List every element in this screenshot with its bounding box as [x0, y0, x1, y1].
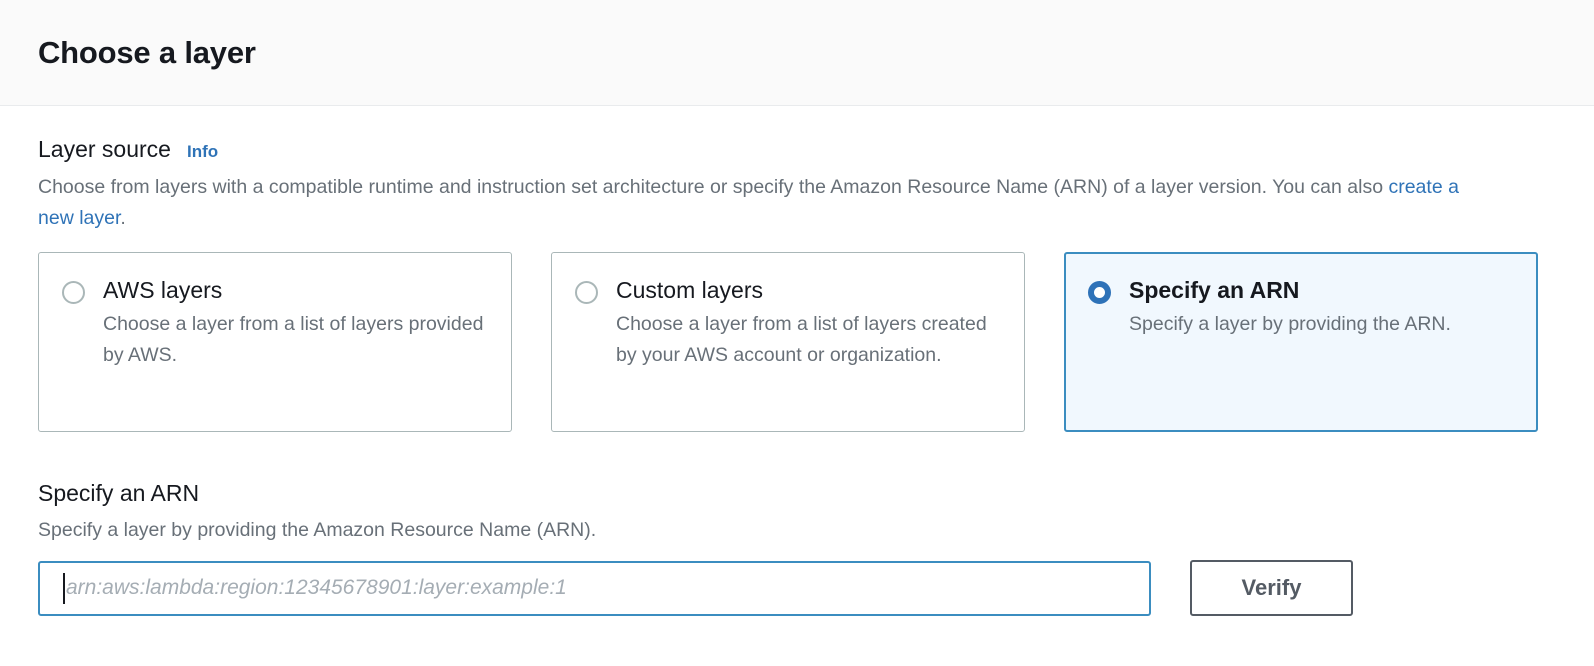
arn-section-description: Specify a layer by providing the Amazon …: [38, 519, 597, 541]
arn-section: Specify an ARN Specify a layer by provid…: [38, 480, 1556, 616]
layer-source-option-custom-layers-text: Custom layers Choose a layer from a list…: [616, 275, 1000, 371]
layer-source-radio-group: AWS layers Choose a layer from a list of…: [38, 252, 1556, 432]
layer-source-option-aws-layers[interactable]: AWS layers Choose a layer from a list of…: [38, 252, 512, 432]
layer-source-option-specify-arn-title: Specify an ARN: [1129, 277, 1300, 303]
arn-input[interactable]: [38, 560, 1151, 616]
layer-source-option-aws-layers-text: AWS layers Choose a layer from a list of…: [103, 275, 487, 371]
arn-input-row: Verify: [38, 560, 1556, 616]
layer-source-option-aws-layers-title: AWS layers: [103, 277, 223, 303]
layer-source-option-custom-layers-title: Custom layers: [616, 277, 763, 303]
radio-icon-custom-layers[interactable]: [575, 281, 598, 304]
verify-button[interactable]: Verify: [1190, 560, 1353, 616]
info-link[interactable]: Info: [186, 142, 219, 161]
radio-icon-specify-arn-selected[interactable]: [1088, 281, 1111, 304]
arn-section-title: Specify an ARN: [38, 480, 200, 506]
layer-source-option-custom-layers-description: Choose a layer from a list of layers cre…: [616, 313, 987, 366]
layer-source-option-specify-arn[interactable]: Specify an ARN Specify a layer by provid…: [1064, 252, 1538, 432]
arn-input-wrapper: [38, 560, 1151, 616]
layer-source-label: Layer source: [38, 136, 171, 162]
layer-source-option-specify-arn-text: Specify an ARN Specify a layer by provid…: [1129, 275, 1513, 340]
layer-source-option-aws-layers-description: Choose a layer from a list of layers pro…: [103, 313, 484, 366]
page-title: Choose a layer: [38, 34, 256, 70]
panel-header: Choose a layer: [0, 0, 1594, 106]
radio-icon-aws-layers[interactable]: [62, 281, 85, 304]
layer-source-label-row: Layer source Info: [38, 136, 1556, 163]
layer-source-description-text-after: .: [120, 207, 126, 229]
panel-body: Layer source Info Choose from layers wit…: [0, 106, 1594, 616]
create-new-layer-link[interactable]: create a new layer: [38, 176, 1459, 229]
layer-source-description: Choose from layers with a compatible run…: [38, 172, 1498, 234]
layer-source-option-custom-layers[interactable]: Custom layers Choose a layer from a list…: [551, 252, 1025, 432]
layer-source-description-text-before: Choose from layers with a compatible run…: [38, 176, 1389, 198]
text-cursor-icon: [63, 572, 65, 604]
layer-source-option-specify-arn-description: Specify a layer by providing the ARN.: [1129, 313, 1451, 335]
